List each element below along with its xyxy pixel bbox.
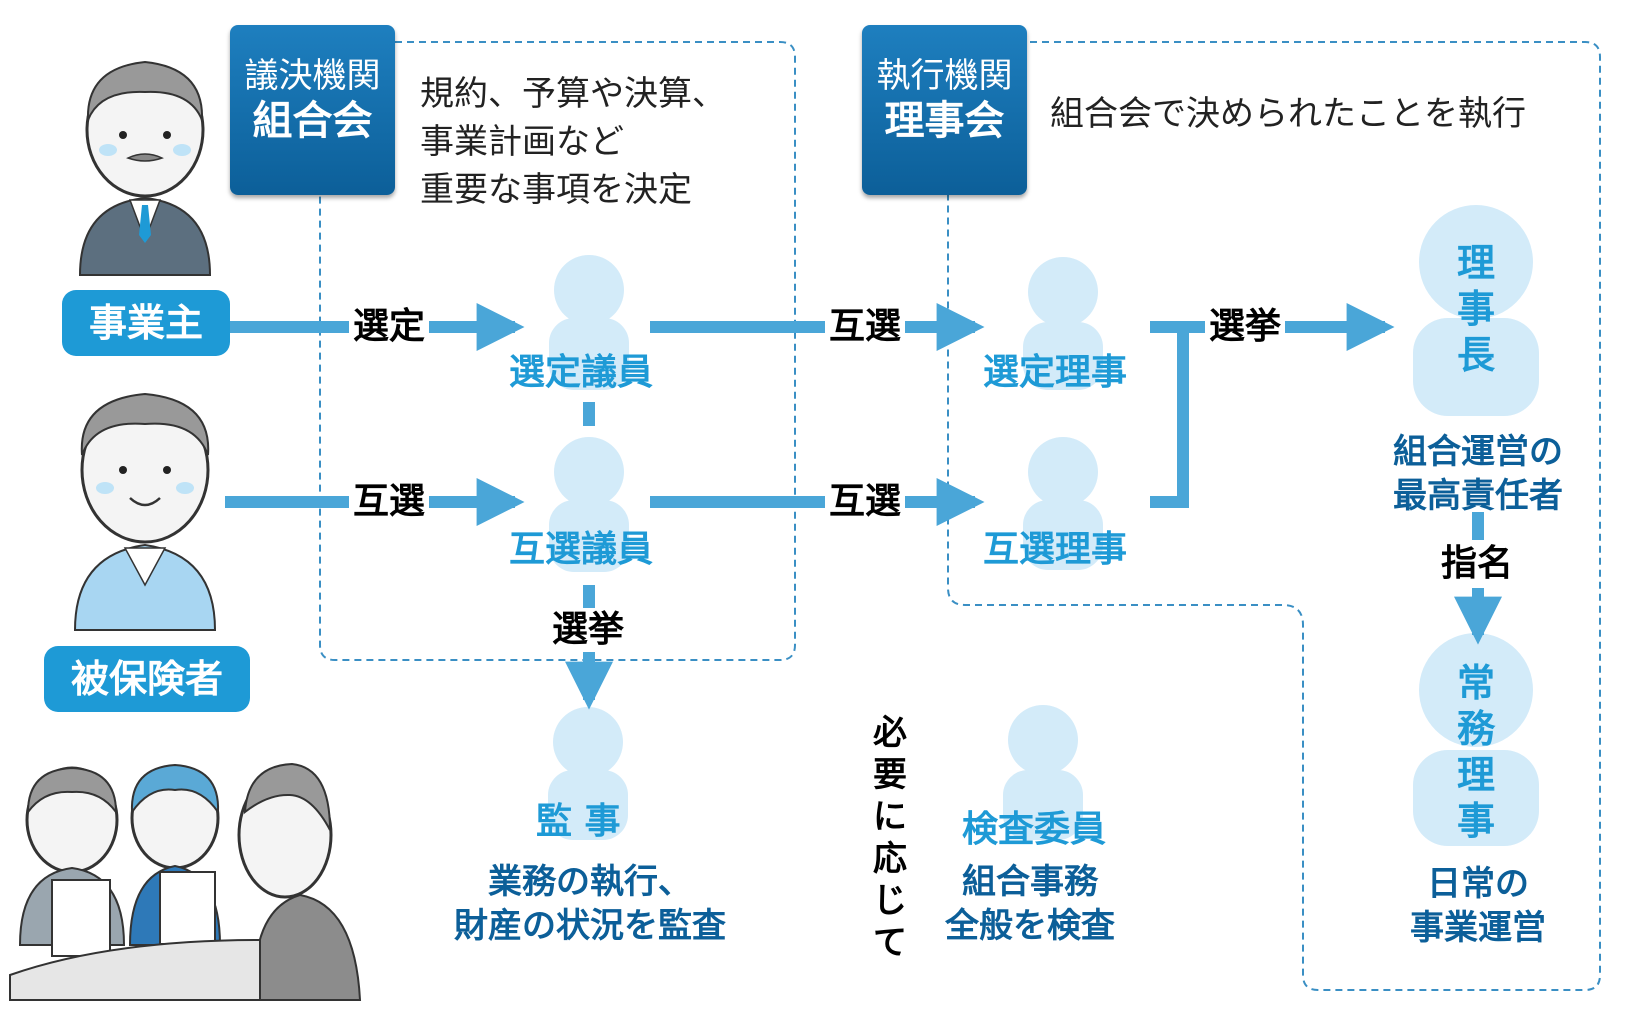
giketsu-header-line2: 組合会 <box>252 98 373 144</box>
silhouette-selected-director <box>1023 257 1103 390</box>
shikkou-header: 執行機関 理事会 <box>862 25 1027 195</box>
role-inspector: 検査委員 <box>962 809 1107 850</box>
silhouette-executive <box>1413 633 1539 846</box>
employer-label: 事業主 <box>62 290 230 356</box>
note-auditor: 業務の執行、 財産の状況を監査 <box>454 862 726 946</box>
giketsu-header-line1: 議決機関 <box>244 56 381 96</box>
role-chairman: 理事長 <box>1456 241 1495 377</box>
workers-group-icon <box>9 762 362 1001</box>
silhouettes <box>548 205 1539 846</box>
label-selected-to-director: 互選 <box>825 305 906 349</box>
role-selected-director: 選定理事 <box>983 352 1128 393</box>
insured-man-icon <box>73 392 217 631</box>
silhouette-selected-member <box>549 255 629 390</box>
silhouette-mutual-director <box>1023 437 1103 570</box>
note-chairman: 組合運営の 最高責任者 <box>1393 432 1563 516</box>
kumiaikai-region <box>319 41 796 661</box>
employer-man-icon <box>78 60 212 276</box>
silhouette-auditor <box>548 707 628 840</box>
silhouette-mutual-member <box>549 437 629 572</box>
label-employer-to-selected: 選定 <box>349 305 430 349</box>
silhouette-inspector <box>1003 705 1083 840</box>
role-selected-member: 選定議員 <box>509 352 654 393</box>
giketsu-header: 議決機関 組合会 <box>230 25 395 195</box>
note-as-needed: 必要に応じて <box>873 713 907 963</box>
role-mutual-director: 互選理事 <box>983 529 1128 570</box>
role-executive-director: 常務理事 <box>1456 661 1495 843</box>
label-chair-to-executive: 指名 <box>1437 542 1518 586</box>
kumiaikai-description: 規約、予算や決算、 事業計画など 重要な事項を決定 <box>420 74 726 210</box>
shikkou-header-line1: 執行機関 <box>876 56 1013 96</box>
label-insured-to-mutual: 互選 <box>349 480 430 524</box>
shikkou-header-line2: 理事会 <box>884 98 1005 144</box>
note-inspector: 組合事務 全般を検査 <box>945 862 1115 946</box>
role-auditor: 監 事 <box>536 801 621 842</box>
note-executive: 日常の 事業運営 <box>1410 864 1546 948</box>
label-members-to-auditor: 選挙 <box>548 608 629 652</box>
bracket-directors <box>1150 321 1189 508</box>
silhouette-chairman <box>1413 205 1539 416</box>
label-mutual-to-director: 互選 <box>825 480 906 524</box>
role-mutual-member: 互選議員 <box>509 529 654 570</box>
rijikai-region <box>947 41 1601 991</box>
insured-label: 被保険者 <box>44 646 250 712</box>
label-directors-to-chair: 選挙 <box>1205 305 1286 349</box>
rijikai-description: 組合会で決められたことを執行 <box>1050 94 1526 134</box>
